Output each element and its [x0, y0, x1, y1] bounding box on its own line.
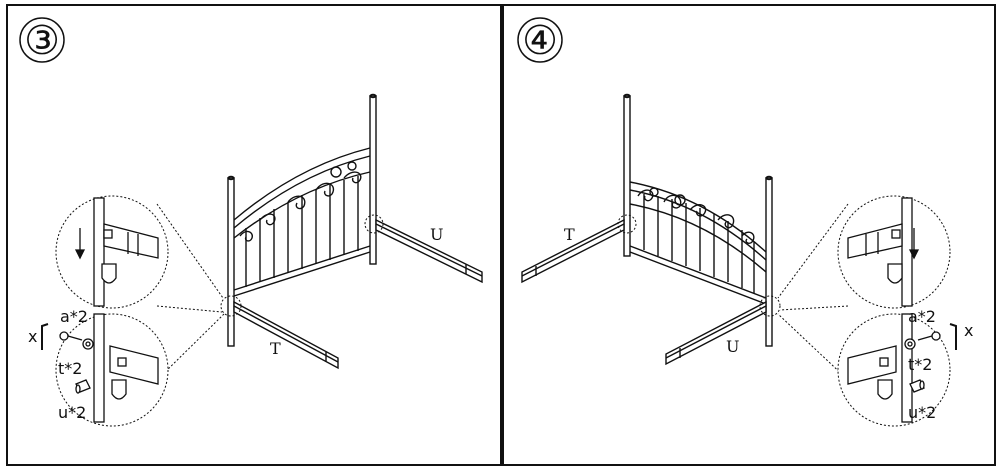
step-4-diagram: ④	[517, 17, 973, 427]
step-number-circle	[517, 17, 563, 63]
step-4-panel: ④	[502, 4, 996, 466]
joint-marker-back	[364, 214, 384, 234]
nut-label: u*2	[58, 403, 86, 422]
bolt-label: a*2	[908, 307, 936, 326]
joint-marker-back	[617, 214, 637, 234]
detail-circle-top	[55, 195, 169, 309]
joint-marker-front	[759, 295, 781, 317]
washer-icon	[82, 338, 94, 350]
rail-label-front: T	[270, 339, 281, 358]
step-number: ④	[522, 18, 558, 64]
barrel-nut-icon	[909, 379, 925, 393]
tool-label: x	[964, 321, 973, 340]
rail-label-back: U	[430, 225, 443, 244]
nut-label: u*2	[908, 403, 936, 422]
rail-label-front: U	[726, 337, 739, 356]
step-number-circle	[19, 17, 65, 63]
footboard	[623, 93, 773, 347]
headboard	[227, 93, 377, 347]
allen-key-icon	[41, 323, 49, 350]
side-rail-u	[375, 218, 483, 284]
tool-label: x	[28, 327, 37, 346]
side-rail-t	[521, 218, 625, 284]
washer-icon	[904, 338, 916, 350]
side-rail-u	[665, 300, 767, 366]
detail-leaders	[777, 203, 849, 381]
washer-label: t*2	[908, 355, 932, 374]
detail-leaders	[156, 203, 225, 381]
step-3-diagram: ③	[19, 17, 483, 427]
washer-label: t*2	[58, 359, 82, 378]
detail-circle-top	[837, 195, 951, 309]
detail-circle-bottom	[837, 313, 951, 427]
rail-label-back: T	[564, 225, 575, 244]
bolt-icon	[59, 331, 83, 341]
bolt-label: a*2	[60, 307, 88, 326]
arrow-down-icon	[74, 228, 86, 260]
side-rail-t	[233, 300, 339, 370]
joint-marker-front	[220, 295, 242, 317]
bolt-icon	[917, 331, 941, 341]
arrow-down-icon	[908, 228, 920, 260]
barrel-nut-icon	[75, 379, 91, 394]
step-number: ③	[24, 18, 60, 64]
step-3-panel: ③	[6, 4, 502, 466]
allen-key-icon	[949, 323, 957, 350]
